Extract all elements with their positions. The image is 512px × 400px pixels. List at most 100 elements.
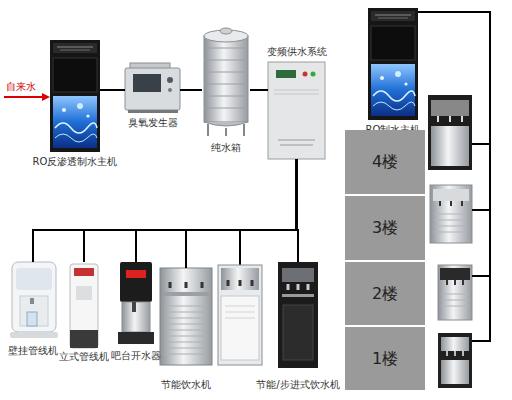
steel-dispenser-part xyxy=(163,292,209,296)
equipment-label: 臭氧发生器 xyxy=(128,117,178,129)
floor-dispenser xyxy=(428,95,472,170)
bar-boiler-part xyxy=(118,332,154,344)
wall-dispenser-part xyxy=(30,298,34,304)
silver-dispenser-part xyxy=(221,268,259,290)
floor-dispenser-part xyxy=(428,95,472,170)
bar-boiler-part xyxy=(120,262,152,302)
tap-water-arrow-part xyxy=(42,93,50,101)
wall-dispenser-part xyxy=(10,332,58,338)
ozone-generator-part xyxy=(133,74,161,92)
control-cabinet-part xyxy=(276,70,296,78)
floor-dispenser-part xyxy=(438,265,472,320)
pipe-line xyxy=(297,159,299,262)
equipment-label: 节能/步进式饮水机 xyxy=(256,379,339,391)
black-dispenser xyxy=(278,262,318,368)
silver-dispenser-part xyxy=(218,265,262,365)
pure-water-tank-part xyxy=(208,124,244,136)
pipe-line xyxy=(84,159,297,262)
tank-box: 纯水箱 xyxy=(202,28,250,136)
floor-dispenser-part xyxy=(440,201,462,206)
ozone-generator xyxy=(125,63,180,113)
bar-boiler-part xyxy=(122,302,150,332)
bar-boiler xyxy=(118,262,154,344)
wall-dispenser-part xyxy=(20,296,48,326)
equipment-label: 壁挂管线机 xyxy=(8,345,58,357)
pure-water-tank xyxy=(204,28,248,136)
floor-dispenser-part xyxy=(441,337,469,351)
wall-dispenser-part xyxy=(12,262,56,332)
pipe-line xyxy=(250,89,268,91)
pipe-line xyxy=(33,159,297,262)
tap-water-arrow xyxy=(4,93,50,101)
black-dispenser-part xyxy=(283,305,313,360)
floor-band: 3楼 xyxy=(345,196,472,260)
standing-dispenser-part xyxy=(70,330,98,348)
pipe-line xyxy=(418,12,490,341)
ozone-generator-part xyxy=(125,68,180,110)
floor-dispenser-part xyxy=(441,360,469,384)
pipe-line xyxy=(418,12,490,276)
floor-dispenser-part xyxy=(430,185,472,243)
floor-band: 1楼 xyxy=(345,327,472,390)
pure-water-tank-part xyxy=(220,28,232,34)
floor-dispenser-part xyxy=(447,351,463,356)
floor-dispenser-part xyxy=(441,294,469,306)
cabinet-box: 变频供水系统 xyxy=(268,62,325,159)
black-dispenser-part xyxy=(288,284,308,290)
floor-dispenser-part xyxy=(438,116,462,122)
silver-dispenser-part xyxy=(225,306,255,318)
floor-dispenser-part xyxy=(431,126,469,166)
floor-dispenser-part xyxy=(431,100,469,116)
ro-machine xyxy=(368,8,418,120)
control-cabinet-part xyxy=(303,72,308,77)
wall-dispenser-part xyxy=(16,268,52,290)
floor-label: 2楼 xyxy=(345,284,425,304)
equipment-label: 变频供水系统 xyxy=(267,46,327,58)
ro-machine-box: RO反渗透制水主机 xyxy=(50,40,100,152)
black-dispenser-part xyxy=(282,294,314,297)
wall-dispenser xyxy=(10,262,58,338)
floor-dispenser xyxy=(438,265,472,320)
black-dispenser-part xyxy=(282,268,314,282)
equipment-label: RO反渗透制水主机 xyxy=(33,156,118,168)
pipe-line xyxy=(186,159,297,268)
floor-label: 1楼 xyxy=(345,349,425,369)
floor-label: 4楼 xyxy=(345,152,425,172)
ozone-generator-part xyxy=(128,110,178,113)
floor-dispenser-part xyxy=(438,333,472,388)
standing-dispenser-part xyxy=(76,286,92,300)
floor-label: 3楼 xyxy=(345,218,425,238)
ro-machine-box: RO制水主机 xyxy=(368,8,418,120)
silver-dispenser xyxy=(218,265,262,365)
bar-boiler-part xyxy=(126,270,146,278)
pure-water-tank-part xyxy=(204,122,248,126)
dispenser-box: 立式管线机 xyxy=(68,262,100,348)
steel-dispenser xyxy=(160,268,212,365)
dispenser-box: 节能饮水机 xyxy=(160,268,212,365)
ozone-box: 臭氧发生器 xyxy=(125,63,180,113)
standing-dispenser-part xyxy=(74,268,94,276)
pure-water-tank-part xyxy=(204,36,248,122)
ozone-generator-part xyxy=(167,77,173,83)
standing-dispenser-part xyxy=(70,264,98,348)
pipe-line xyxy=(136,159,297,262)
ozone-generator-part xyxy=(168,88,172,92)
black-dispenser-part xyxy=(278,262,318,368)
pipe-line xyxy=(418,12,490,144)
control-cabinet-part xyxy=(268,62,325,159)
pure-water-tank-part xyxy=(204,48,248,108)
control-cabinet xyxy=(268,62,325,159)
floor-dispenser xyxy=(438,333,472,388)
equipment-label: 纯水箱 xyxy=(211,142,241,154)
equipment-label: 节能饮水机 xyxy=(161,379,211,391)
control-cabinet-part xyxy=(274,90,319,94)
floor-dispenser-part xyxy=(433,189,469,201)
steel-dispenser-part xyxy=(170,282,202,288)
tap-water-arrow-part xyxy=(4,96,43,98)
ro-machine-part xyxy=(368,8,418,120)
floor-band: 2楼 xyxy=(345,262,472,325)
pipe-line xyxy=(100,89,125,91)
